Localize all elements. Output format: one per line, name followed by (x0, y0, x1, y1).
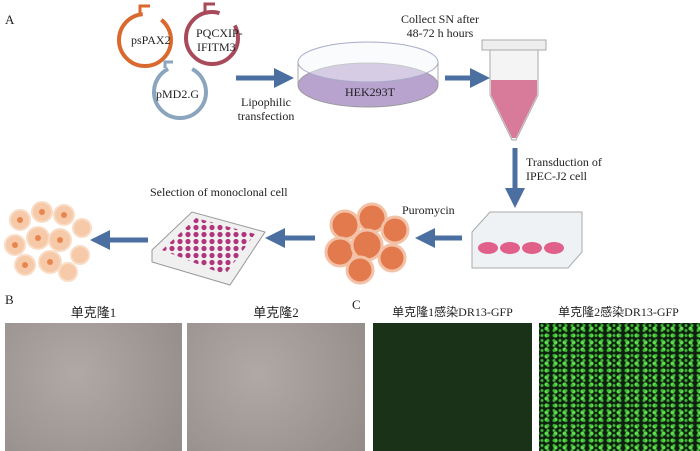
panel-a-label: A (5, 12, 15, 27)
step-label: Lipophilic (241, 95, 291, 109)
image-title: 单克隆2感染DR13-GFP (558, 305, 679, 319)
workflow-diagram (4, 2, 583, 286)
brightfield-image-2 (187, 323, 365, 451)
image-title: 单克隆2 (253, 305, 299, 320)
fluorescence-image-2 (539, 323, 700, 451)
petri-dish-icon (297, 41, 439, 108)
plasmid-label: pMD2.G (156, 87, 200, 101)
plasmid-label: IFITM3 (197, 40, 236, 54)
six-well-plate-icon (471, 211, 583, 269)
96-well-plate-icon (151, 211, 266, 286)
panel-b-label: B (5, 292, 14, 307)
plasmid-pqcxip-icon (184, 2, 240, 66)
plasmid-label: PQCXIP- (196, 26, 243, 40)
step-label: 48-72 h hours (406, 26, 474, 40)
centrifuge-tube-icon (481, 39, 547, 141)
plasmid-pmd2g-icon (152, 60, 208, 120)
panel-c-label: C (352, 297, 361, 312)
step-label: IPEC-J2 cell (526, 169, 587, 183)
image-title: 单克隆1 (70, 305, 117, 320)
step-label: Puromycin (402, 203, 455, 217)
plasmid-label: psPAX2 (131, 33, 171, 47)
step-label: Selection of monoclonal cell (150, 185, 288, 199)
plasmid-pspax2-icon (117, 4, 173, 68)
step-label: Transduction of (526, 155, 602, 169)
dish-label: HEK293T (345, 85, 395, 99)
step-label: transfection (237, 109, 295, 123)
fluorescence-image-1 (373, 323, 532, 451)
cell-cluster-icon (324, 202, 410, 285)
step-label: Collect SN after (401, 12, 479, 26)
image-title: 单克隆1感染DR13-GFP (392, 305, 513, 319)
monoclonal-cells-icon (4, 201, 92, 282)
brightfield-image-1 (5, 323, 182, 451)
